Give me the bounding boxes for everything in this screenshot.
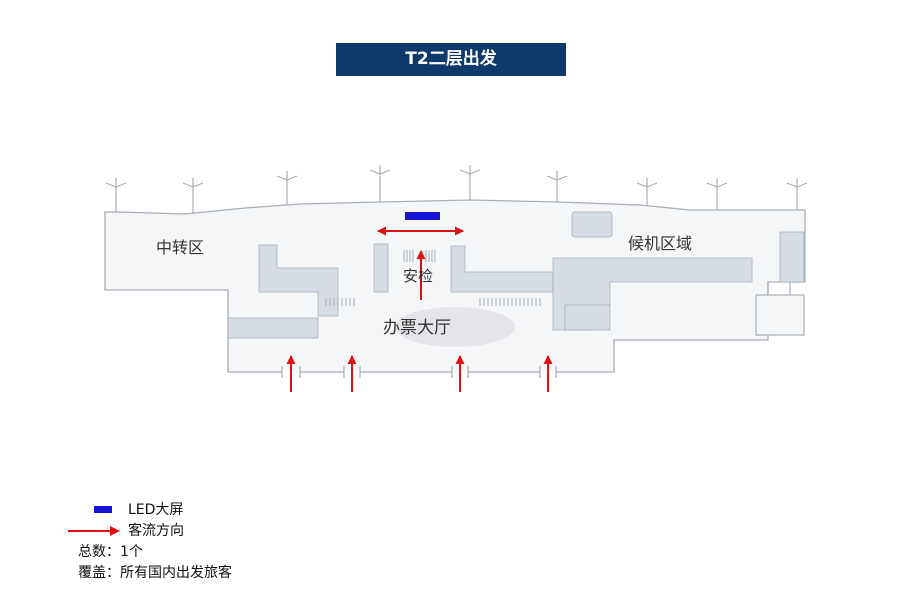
area-label-waiting: 候机区域 xyxy=(628,234,692,253)
gate-7 xyxy=(636,178,658,206)
led-screen xyxy=(405,212,440,220)
gate-5 xyxy=(459,165,481,200)
checkin-counter-left xyxy=(227,317,319,339)
gate-3 xyxy=(276,171,298,205)
legend-led-label: LED大屏 xyxy=(128,502,184,518)
legend-total-text: 总数：1个 xyxy=(78,544,143,560)
legend-flow-label: 客流方向 xyxy=(128,523,184,539)
gate-8 xyxy=(706,178,728,210)
gate-2 xyxy=(182,178,204,214)
gate-6 xyxy=(546,171,568,202)
top-right-room xyxy=(571,211,613,238)
led-swatch xyxy=(94,506,112,513)
flow-arrow-swatch xyxy=(68,526,120,536)
passenger-flow-arrows xyxy=(286,226,553,392)
area-label-checkin: 办票大厅 xyxy=(383,318,451,338)
gate-4 xyxy=(369,165,391,202)
checkin-counters xyxy=(325,298,541,306)
left-block xyxy=(258,244,339,317)
interior-blocks xyxy=(227,211,805,339)
checkin-counter-right xyxy=(564,304,611,331)
annex-room xyxy=(755,294,805,336)
area-label-security: 安检 xyxy=(403,267,433,285)
right-end-block xyxy=(779,231,805,283)
security-block-left xyxy=(373,243,389,293)
legend-coverage-text: 覆盖：所有国内出发旅客 xyxy=(78,565,232,581)
boarding-gates xyxy=(105,165,808,214)
map-title: T2二层出发 xyxy=(336,43,566,76)
gate-9 xyxy=(786,178,808,210)
security-lanes xyxy=(403,250,436,262)
area-label-transfer: 中转区 xyxy=(156,238,204,257)
gate-1 xyxy=(105,178,127,212)
checkin-highlight xyxy=(395,307,515,347)
